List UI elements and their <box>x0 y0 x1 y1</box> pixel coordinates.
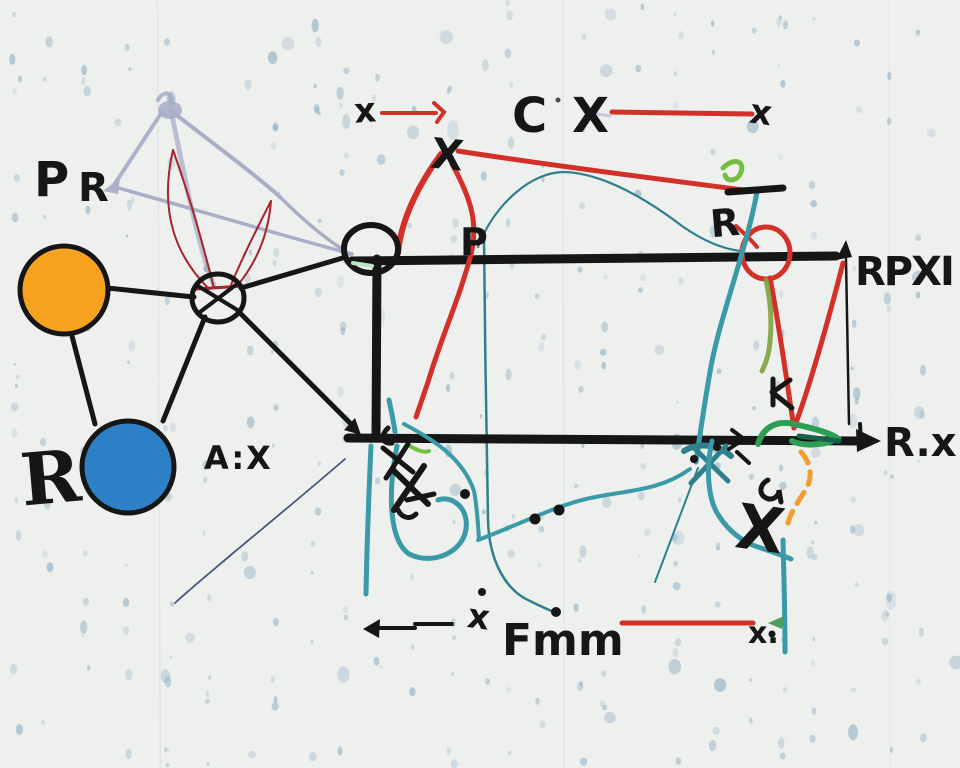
orange-dashed-squiggle <box>785 449 813 526</box>
green-dash-small <box>408 444 431 454</box>
red-v-right <box>791 260 846 431</box>
label-x-arrow-left: x <box>353 90 378 131</box>
left-arrowhead <box>363 619 380 638</box>
corner-arrowhead <box>344 418 361 435</box>
thin-connectors <box>174 112 743 614</box>
teal-branch <box>402 422 481 541</box>
small-sigma-curl <box>758 477 784 505</box>
ink-dots <box>460 97 776 638</box>
junction-node <box>189 271 247 325</box>
tick-mark <box>735 450 751 465</box>
red-descending-edge <box>413 161 477 420</box>
label-x-dot-bottom: x. <box>748 616 779 651</box>
axis-tick <box>858 422 863 445</box>
red-arrowhead-open <box>432 101 447 124</box>
label-x-apex: X <box>429 129 466 181</box>
thin-diagonal-line <box>174 458 346 604</box>
orange-node <box>17 243 111 337</box>
dot <box>478 588 486 596</box>
junction-cross-stroke <box>198 282 239 314</box>
color-accents <box>408 159 843 629</box>
black-short-bar <box>724 184 787 196</box>
teal-sweep <box>705 438 794 562</box>
background-dot-texture <box>9 0 960 768</box>
left-arrow-shaft <box>372 622 454 630</box>
teal-snake-line <box>476 170 743 253</box>
blue-node <box>79 418 177 516</box>
label-r-bold: R <box>17 432 85 522</box>
teal-rising-line <box>476 467 692 542</box>
dot <box>529 513 541 525</box>
rect-left-edge <box>371 254 382 443</box>
teal-bottom-vertical <box>780 537 788 655</box>
label-p-top: P <box>34 152 69 208</box>
label-fmm: Fmm <box>502 615 624 666</box>
dot <box>460 489 470 499</box>
scribble-hook <box>395 507 419 520</box>
rect-top-edge <box>347 251 841 266</box>
faded-cross-edge <box>113 185 354 256</box>
scribble-x2 <box>391 463 427 513</box>
teal-corner-bit <box>386 397 398 435</box>
graph-edges <box>69 254 361 435</box>
faded-blob-stroke <box>156 91 174 105</box>
gray-tick <box>595 112 612 118</box>
dot <box>690 455 698 463</box>
faded-edge-curve <box>168 108 282 199</box>
teal-long-curve <box>693 189 760 465</box>
edge-junction-to-blue <box>160 314 208 424</box>
red-arc <box>236 200 272 287</box>
chevron-mark <box>727 428 748 451</box>
edge-blue-to-orange <box>69 333 98 427</box>
label-r-top: R <box>78 165 109 211</box>
graph-nodes <box>17 222 401 516</box>
green-loop-bottom <box>755 420 843 448</box>
scribble-x1 <box>383 441 411 481</box>
teal-strokes <box>363 189 794 655</box>
main-rectangle <box>343 240 881 452</box>
dark-green-underline <box>796 433 842 444</box>
k-mark <box>769 376 795 411</box>
olive-descender <box>759 277 774 374</box>
scribble-tick <box>404 491 437 503</box>
green-arrowhead-small <box>768 616 784 629</box>
red-strokes <box>380 101 846 626</box>
label-r-mid: R <box>708 200 741 246</box>
red-edge-apex-to-right <box>455 148 746 193</box>
label-rpxi: RPXI <box>855 249 953 295</box>
scribble-loop <box>380 425 395 446</box>
faded-edge-to-r <box>112 110 164 187</box>
thin-drop-line <box>654 467 699 583</box>
dot <box>713 443 721 451</box>
green-squiggle-top <box>720 159 745 183</box>
edge-orange-to-junction <box>104 285 197 300</box>
red-long-line <box>609 109 755 117</box>
red-r-link <box>734 224 759 249</box>
label-a-colon-x: A:X <box>204 439 273 477</box>
dot <box>768 630 776 638</box>
dot <box>553 504 565 516</box>
rect-right-edge-thin <box>844 257 851 426</box>
dot <box>555 97 561 103</box>
label-cx-title: C X <box>512 88 613 144</box>
label-p-mid: P <box>460 220 488 264</box>
edge-junction-to-origin <box>238 254 349 291</box>
edge-junction-to-corner <box>235 308 355 428</box>
teal-vertical-line <box>482 235 556 614</box>
rect-bottom-edge <box>343 433 863 446</box>
red-v-left <box>767 275 797 431</box>
origin-node <box>341 222 401 276</box>
label-r-dot-x: R.x <box>884 420 957 466</box>
top-right-up-arrowhead <box>836 240 852 260</box>
teal-loop <box>388 443 469 561</box>
faded-arrowhead <box>103 178 120 194</box>
mint-dash <box>351 261 374 268</box>
red-arc <box>166 149 210 290</box>
teal-left-vertical <box>363 443 374 597</box>
label-x-big-bottom: X <box>732 489 790 568</box>
black-marks <box>363 376 795 638</box>
dot <box>551 607 561 617</box>
